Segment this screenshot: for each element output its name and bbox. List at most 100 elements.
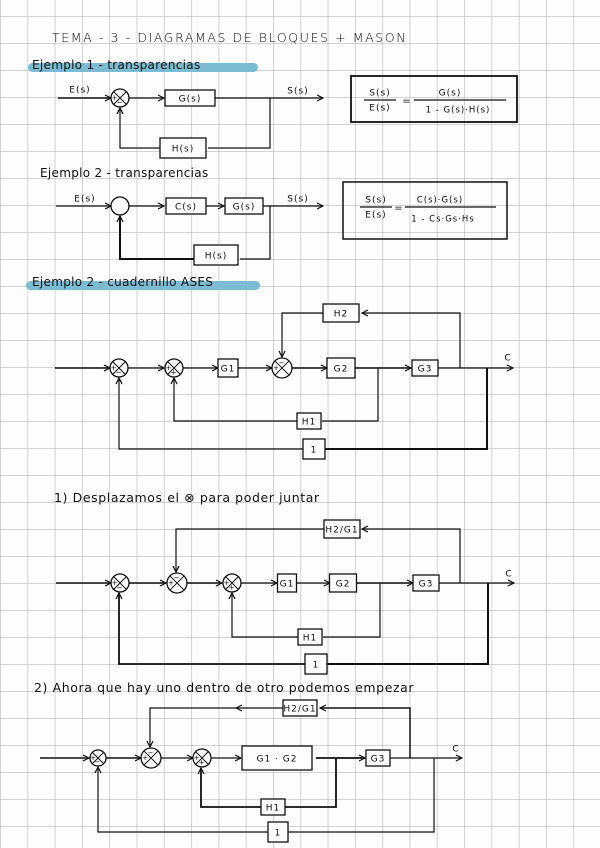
feedback-line [208,98,271,149]
block-h2-label: H2 [334,310,349,320]
summing-junction-4c-sign-left: + [224,579,231,587]
output-label-c-step2: C [452,745,459,755]
formula1-lhs-num: S(s) [369,89,390,99]
example1-heading: Ejemplo 1 - transparencias [32,58,201,72]
summing-junction-5a-sign-bottom: − [95,758,102,766]
formula1-rhs-den: 1 - G(s)·H(s) [426,106,491,116]
unity-feedback-in [325,368,488,450]
formula1-rhs-num: G(s) [439,89,462,99]
block-unity-step1-label: 1 [313,661,320,671]
summing-junction-4c-sign-bottom: + [229,584,236,592]
feedback-return [120,108,160,149]
block-g3-label: G3 [418,365,433,375]
block-h1-label: H1 [302,418,317,428]
output-label-s2: S(s) [287,195,308,205]
block-g-label: G(s) [179,95,202,105]
formula2-lhs-num: S(s) [365,196,386,206]
block-c-label: C(s) [175,203,197,213]
summing-junction-1-sign-bottom: − [117,99,124,107]
unity-feedback-in-step2 [288,758,435,833]
heading-highlight-3 [26,281,260,290]
page-title: TEMA - 3 - DIAGRAMAS DE BLOQUES + MASON [52,30,408,45]
summing-junction-5c-sign-bottom: + [199,759,206,767]
block-h1-step1-label: H1 [303,634,318,644]
block-g1-g2-label: G1 · G2 [257,755,298,765]
h2g1-feedback-in-step2 [320,708,411,758]
step2-caption: 2) Ahora que hay uno dentro de otro pode… [34,680,415,695]
h2-feedback-in [362,313,461,368]
summing-junction-5b-sign-top: − [148,749,155,757]
summing-junction-3c-sign-left: + [273,364,280,372]
output-label-c-step1: C [505,570,512,580]
h2-feedback-out [282,312,323,357]
summing-junction-3b-sign-bottom: + [171,369,178,377]
summing-junction-4b-sign-left: + [168,579,175,587]
block-g2-label: G(s) [233,203,256,213]
block-g3-step2-label: G3 [371,755,386,765]
summing-junction-3a-sign-bottom: − [116,369,123,377]
block-unity-label: 1 [311,446,318,456]
block-h2-label: H(s) [205,252,227,262]
summing-junction-3a-cross [112,361,126,375]
example3-heading: Ejemplo 2 - cuadernillo ASES [32,275,214,289]
summing-junction-3b-sign-left: + [166,364,173,372]
unity-feedback-in-step1 [327,583,489,665]
block-g1-step1 [276,573,298,593]
formula-box-1 [350,75,518,123]
block-g2-step1 [328,573,358,593]
summing-junction-1-cross [113,91,127,105]
summing-junction-5c-cross [195,751,209,765]
summing-junction-3a-sign-left: + [111,364,118,372]
formula1-equals: = [402,96,411,107]
feedback-return-2 [120,216,194,260]
block-h1-step2-label: H1 [266,804,281,814]
unity-feedback-out-step1 [119,593,305,665]
block-h2 [193,244,239,266]
summing-junction-5a-sign-left: + [90,754,97,762]
summing-junction-3c-sign-top: − [279,359,286,367]
heading-highlight-1 [28,63,258,72]
formula2-rhs-num: C(s)·G(s) [417,196,463,206]
block-g1-label: G1 [221,365,236,375]
summing-junction-4a-sign-left: + [112,579,119,587]
h2g1-feedback-out-step2 [150,707,236,747]
block-g2-ases-label: G2 [334,365,349,375]
unity-feedback-out [119,378,303,450]
output-label-s: S(s) [287,87,308,97]
summing-junction-4a-cross [113,576,127,590]
summing-junction-5a-cross [91,751,105,765]
feedback-line-2 [240,206,271,260]
example2-heading: Ejemplo 2 - transparencias [40,166,209,180]
unity-feedback-out-step2 [98,767,268,833]
h1-feedback-in [322,368,379,422]
summing-junction-3b-cross [167,361,181,375]
block-h2-over-g1-step2-label: H2/G1 [283,705,316,715]
summing-junction-4a-sign-bottom: − [117,584,124,592]
block-h-label: H(s) [172,145,194,155]
input-label-e2: E(s) [74,195,95,205]
formula2-lhs-den: E(s) [365,211,386,221]
h1-feedback-in-step2 [285,758,337,808]
h1-feedback-in-step1 [323,583,381,638]
summing-junction-1-sign-left: + [112,94,119,102]
step1-caption: 1) Desplazamos el ⊗ para poder juntar [54,490,320,505]
h1-feedback-out-step1 [232,593,298,638]
h1-feedback-out [174,378,297,422]
summing-junction-4b-sign-top: − [174,574,181,582]
block-g1-g2 [241,745,313,771]
summing-junction-5b-sign-left: + [142,754,149,762]
formula1-lhs-den: E(s) [369,104,390,114]
summing-junction-5b-cross [143,750,159,766]
block-g1-step1-label: G1 [280,580,295,590]
h2g1-feedback-in [362,529,461,583]
summing-junction-4c-cross [225,576,239,590]
summing-junction-4b-cross [169,575,185,591]
input-label-e: E(s) [69,86,90,96]
block-unity-step2-label: 1 [275,829,282,839]
formula2-equals: = [394,203,403,214]
block-g3-step1-label: G3 [419,580,434,590]
block-g2-step1-label: G2 [336,580,351,590]
summing-junction-2 [110,196,130,216]
formula-box-2 [342,181,508,240]
